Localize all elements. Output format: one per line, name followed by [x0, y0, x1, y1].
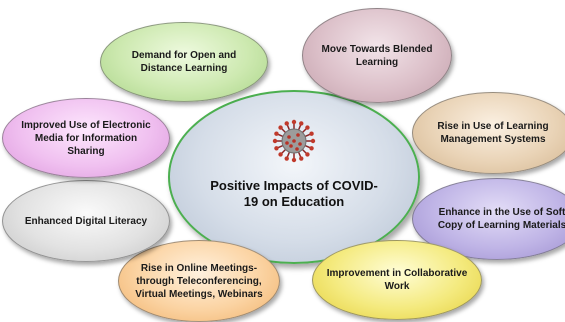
center-title: Positive Impacts of COVID-19 on Educatio… — [210, 178, 378, 209]
node-digital-literacy: Enhanced Digital Literacy — [2, 180, 170, 262]
node-label: Move Towards Blended Learning — [321, 43, 433, 68]
node-label: Rise in Online Meetings- through Telecon… — [135, 262, 263, 300]
node-label: Enhanced Digital Literacy — [24, 215, 148, 227]
node-label: Rise in Use of Learning Management Syste… — [437, 121, 549, 145]
coronavirus-icon — [272, 119, 316, 163]
node-open-distance-learning: Demand for Open and Distance Learning — [100, 22, 268, 102]
node-electronic-media: Improved Use of Electronic Media for Inf… — [2, 98, 170, 178]
node-learning-management-systems: Rise in Use of Learning Management Syste… — [412, 92, 565, 174]
node-blended-learning: Move Towards Blended Learning — [302, 8, 452, 103]
node-collaborative-work: Improvement in Collaborative Work — [312, 240, 482, 320]
center-node: Positive Impacts of COVID-19 on Educatio… — [168, 90, 420, 264]
node-soft-copy-materials: Enhance in the Use of Soft Copy of Learn… — [412, 178, 565, 260]
node-label: Improvement in Collaborative Work — [326, 268, 468, 292]
node-label: Enhance in the Use of Soft Copy of Learn… — [437, 207, 565, 231]
node-online-meetings: Rise in Online Meetings- through Telecon… — [118, 240, 280, 322]
node-label: Improved Use of Electronic Media for Inf… — [21, 119, 151, 157]
node-label: Demand for Open and Distance Learning — [131, 50, 237, 74]
